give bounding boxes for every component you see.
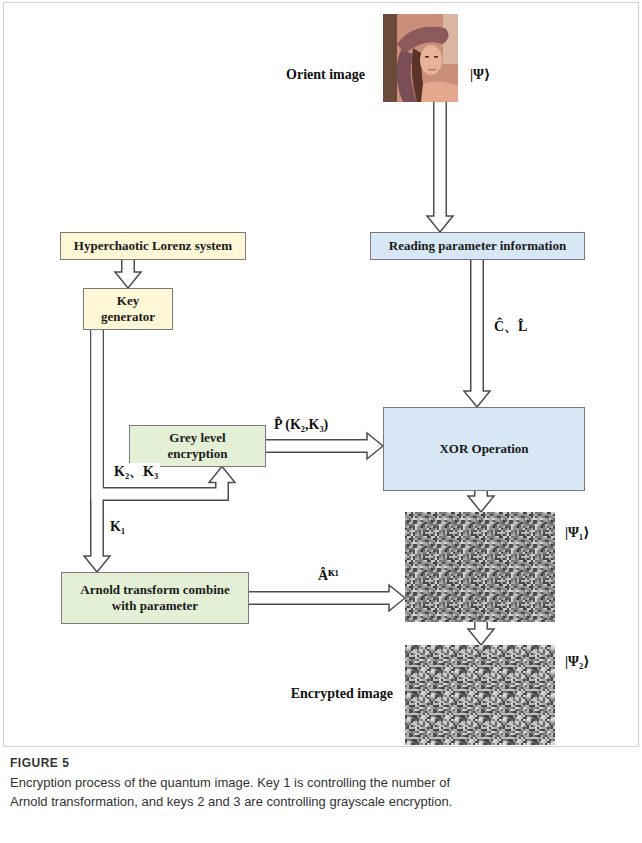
arrow-shaft-fill: [123, 260, 134, 274]
hollow-arrow: [97, 330, 235, 494]
encrypted-image: Encrypted image|Ψ₂⟩: [405, 645, 555, 745]
edge-label: Ĉ、L̂: [492, 318, 529, 336]
image-heading: Orient image: [286, 66, 365, 84]
arrow-shaft-fill: [249, 593, 391, 604]
portrait-illustration: [383, 14, 458, 102]
box-label: XOR Operation: [439, 441, 528, 457]
box-label: Arnold transform combine with parameter: [70, 582, 240, 614]
arrow-shaft-fill: [476, 622, 487, 631]
box-label: Hyperchaotic Lorenz system: [74, 238, 232, 254]
edge-label: Âᴷ¹: [316, 567, 341, 585]
image-heading: Encrypted image: [291, 685, 393, 703]
hollow-arrow: [115, 260, 141, 288]
arrow-head: [468, 629, 494, 645]
process-box: Reading parameter information: [370, 232, 585, 260]
portrait-shape: [425, 56, 429, 58]
noise-fill: [405, 645, 555, 745]
arrow-head: [427, 216, 453, 232]
figure-border: [4, 3, 639, 747]
arrow-head: [468, 496, 494, 512]
hollow-arrow: [468, 491, 494, 512]
arrow-head: [115, 272, 141, 288]
arrow-shaft-fill: [266, 441, 369, 452]
box-label: Key generator: [92, 293, 164, 325]
process-box: Key generator: [83, 288, 173, 330]
noise-fill: [405, 512, 555, 622]
process-box: XOR Operation: [383, 407, 585, 491]
noise-illustration: [405, 512, 555, 622]
arrow-head: [84, 556, 110, 572]
portrait-shape: [383, 14, 458, 102]
arrow-shaft-fill: [472, 260, 483, 393]
state-label: |Ψ⟩: [470, 66, 490, 84]
process-box: Grey level encryption: [129, 425, 266, 467]
arrow-shaft: [97, 330, 222, 494]
hollow-arrow: [468, 622, 494, 645]
arrow-head: [367, 433, 383, 459]
edge-label: K₂、K₃: [112, 463, 160, 481]
arrow-head: [389, 585, 405, 611]
figure-number: FIGURE 5: [10, 756, 69, 770]
arrow-shaft-fill: [476, 491, 487, 498]
scrambled-image: |Ψ₁⟩: [405, 512, 555, 622]
arrow-head: [464, 391, 490, 407]
noise-illustration: [405, 645, 555, 745]
portrait-shape: [421, 81, 458, 102]
source-image: Orient image|Ψ⟩: [383, 14, 458, 102]
portrait-shape: [428, 69, 436, 70]
hollow-arrow: [249, 585, 405, 611]
portrait-shape: [434, 56, 438, 58]
hollow-arrow: [464, 260, 490, 407]
hollow-arrow: [427, 102, 453, 232]
edge-label: K₁: [108, 518, 127, 536]
figure-caption: Encryption process of the quantum image.…: [10, 773, 480, 811]
arrow-head: [209, 467, 235, 483]
portrait-shape: [397, 27, 449, 54]
state-label: |Ψ₂⟩: [565, 653, 590, 671]
portrait-shape: [420, 45, 442, 75]
process-box: Hyperchaotic Lorenz system: [60, 232, 246, 260]
hollow-arrow: [266, 433, 383, 459]
box-label: Reading parameter information: [389, 238, 566, 254]
box-label: Grey level encryption: [138, 430, 257, 462]
portrait-shape: [383, 14, 397, 102]
arrow-shaft-fill: [97, 330, 222, 494]
process-box: Arnold transform combine with parameter: [61, 572, 249, 624]
state-label: |Ψ₁⟩: [565, 524, 590, 542]
edge-label: P̂ (K₂,K₃): [272, 416, 330, 434]
arrow-shaft-fill: [435, 102, 446, 218]
